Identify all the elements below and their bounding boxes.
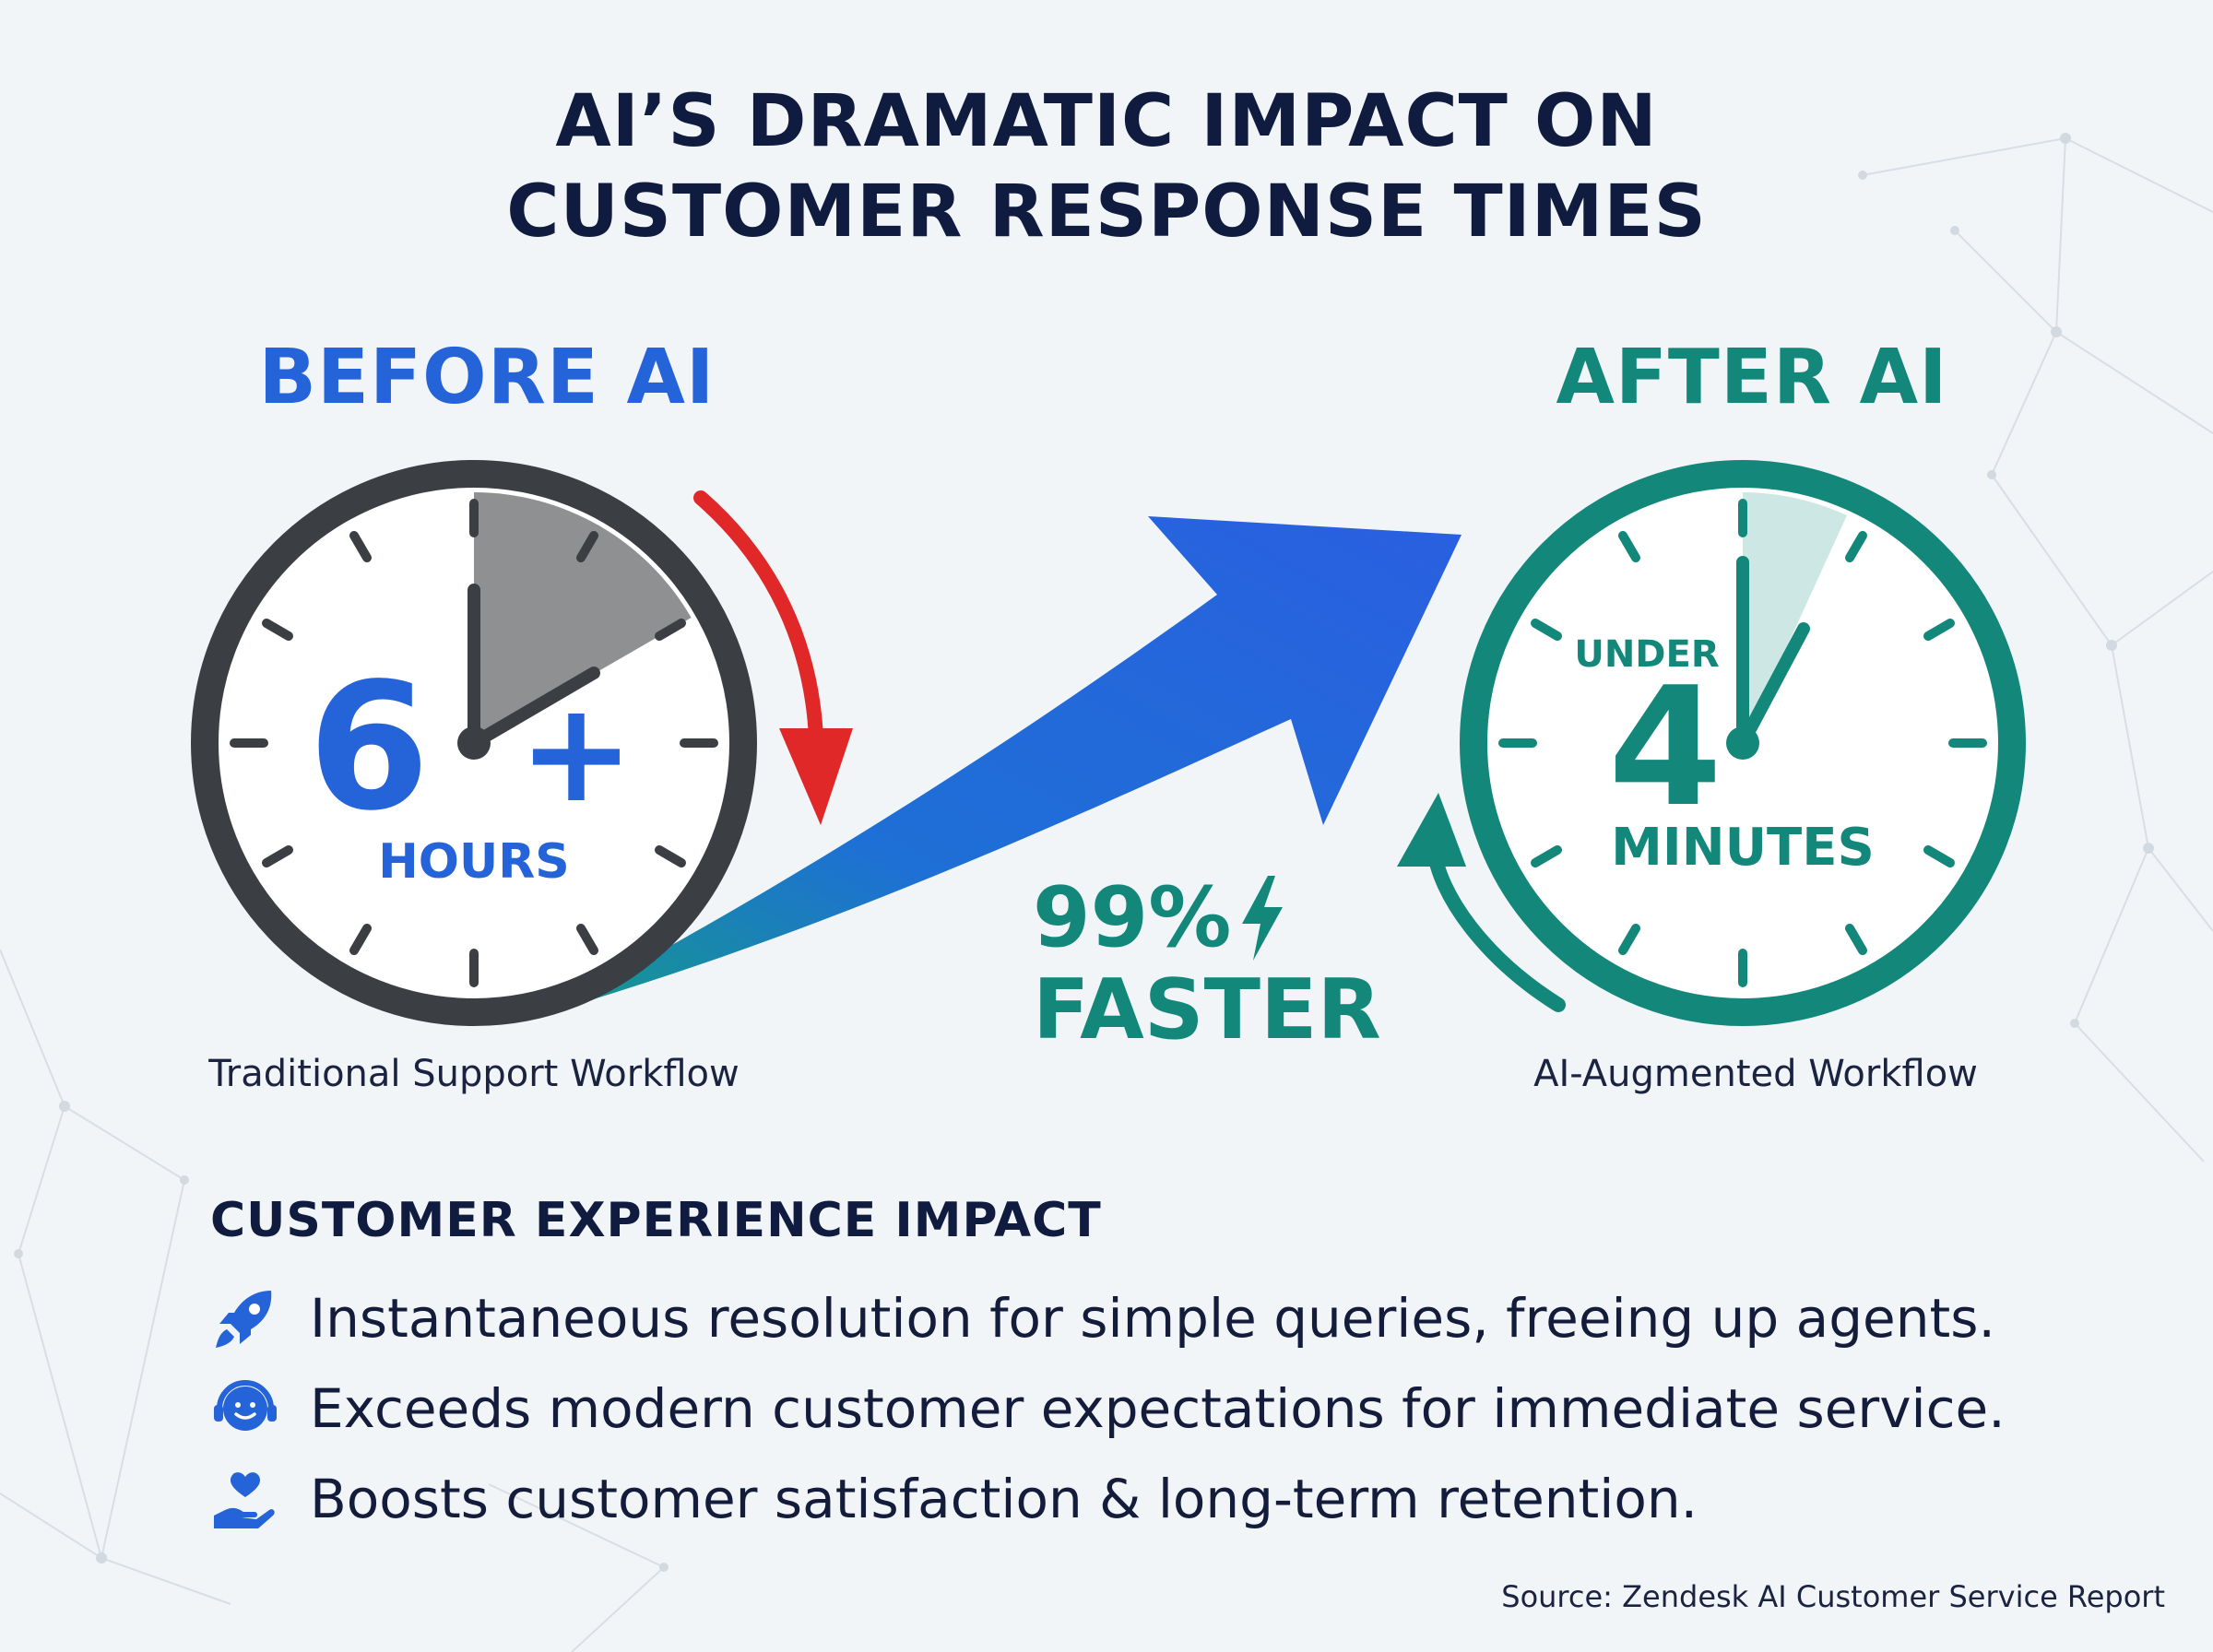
impact-item-text: Instantaneous resolution for simple quer… (310, 1287, 1995, 1350)
red-decline-arrow (693, 490, 853, 825)
rocket-icon (216, 1291, 272, 1348)
before-clock-elapsed-sector (474, 492, 692, 743)
source-note: Source: Zendesk AI Customer Service Repo… (1501, 1579, 2165, 1614)
lightning-bolt-icon (1242, 876, 1284, 961)
before-suffix: + (518, 673, 634, 833)
impact-heading: CUSTOMER EXPERIENCE IMPACT (210, 1193, 1102, 1248)
before-caption: Traditional Support Workflow (208, 1053, 740, 1095)
before-clock-center (457, 726, 491, 760)
impact-item-text: Boosts customer satisfaction & long-term… (310, 1468, 1698, 1530)
improvement-percent: 99% (1033, 869, 1232, 966)
after-value: 4 (1608, 652, 1722, 843)
improvement-callout: 99% FASTER (1033, 869, 1381, 1058)
after-clock-ticks (1498, 499, 1987, 987)
after-ai-heading: AFTER AI (1556, 334, 1948, 421)
impact-item: Exceeds modern customer expectations for… (210, 1374, 2006, 1444)
improvement-label: FASTER (1033, 962, 1381, 1058)
improvement-swoosh-arrow (544, 516, 1462, 1014)
impact-item: Instantaneous resolution for simple quer… (210, 1283, 1995, 1353)
heart-hand-icon (214, 1472, 275, 1528)
support-agent-icon (214, 1380, 277, 1431)
before-clock: 6 + HOURS (191, 460, 757, 1026)
teal-cycle-arrow (1397, 793, 1566, 1012)
after-prefix: UNDER (1574, 633, 1719, 676)
impact-item: Boosts customer satisfaction & long-term… (210, 1464, 1698, 1534)
page-title-line-1: AI’S DRAMATIC IMPACT ON (555, 80, 1658, 163)
impact-item-text: Exceeds modern customer expectations for… (310, 1377, 2006, 1440)
before-clock-ticks (230, 499, 718, 987)
before-value: 6 (308, 645, 430, 849)
before-clock-hour-hand (467, 667, 600, 749)
after-caption: AI-Augmented Workflow (1533, 1053, 1978, 1095)
after-clock-center (1726, 726, 1759, 760)
after-clock-elapsed-sector (1743, 492, 1847, 743)
before-ai-heading: BEFORE AI (258, 334, 716, 421)
after-unit: MINUTES (1611, 818, 1875, 878)
after-clock: UNDER 4 MINUTES (1460, 460, 2026, 1026)
after-clock-hour-hand (1736, 622, 1810, 749)
page-title-line-2: CUSTOMER RESPONSE TIMES (506, 171, 1707, 254)
before-unit: HOURS (378, 834, 569, 890)
